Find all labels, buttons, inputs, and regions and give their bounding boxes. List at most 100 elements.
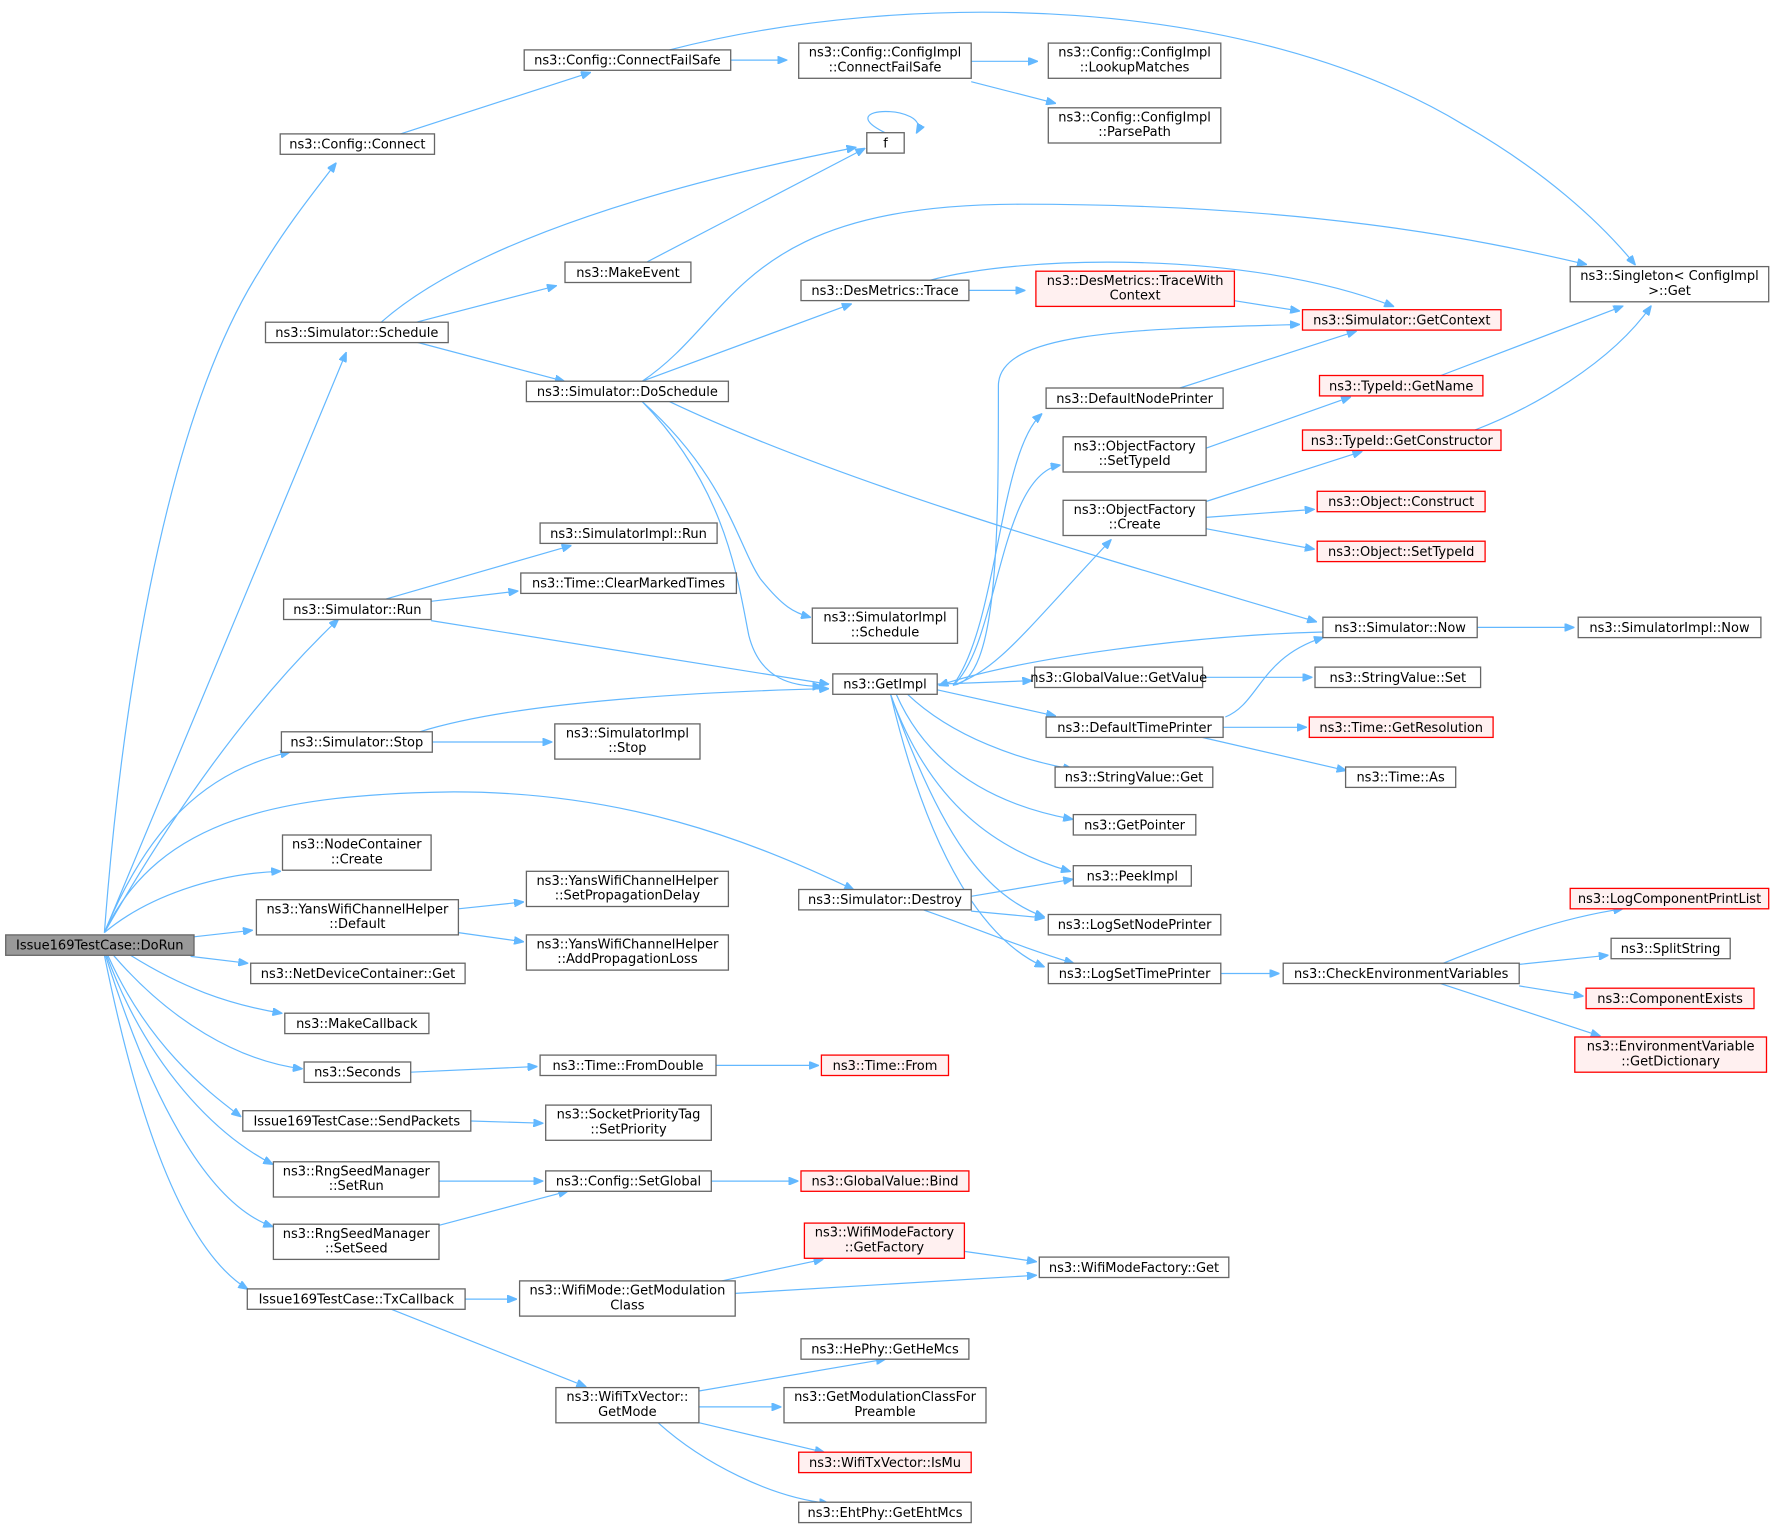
node-stringValueGet[interactable]: ns3::StringValue::Get [1054,766,1214,789]
node-box [1062,436,1207,473]
node-root[interactable]: Issue169TestCase::DoRun [5,934,195,956]
node-label: ns3::GetImpl [843,678,927,693]
node-getPointer[interactable]: ns3::GetPointer [1072,813,1197,836]
node-envGetDictionary[interactable]: ns3::EnvironmentVariable::GetDictionary [1574,1036,1768,1073]
node-box [1035,270,1236,308]
node-logSetNodePrinter[interactable]: ns3::LogSetNodePrinter [1047,913,1222,936]
node-logComponentPrintList[interactable]: ns3::LogComponentPrintList [1569,887,1770,910]
node-getHeMcs[interactable]: ns3::HePhy::GetHeMcs [800,1338,970,1360]
node-simDestroy[interactable]: ns3::Simulator::Destroy [798,888,972,911]
node-typeIdGetConstructor[interactable]: ns3::TypeId::GetConstructor [1301,429,1502,452]
node-implNow[interactable]: ns3::SimulatorImpl::Now [1577,616,1762,639]
edge-root-to-netDeviceGet [190,955,248,963]
node-box [1322,616,1478,639]
node-doSchedule[interactable]: ns3::Simulator::DoSchedule [525,380,730,403]
node-getResolution[interactable]: ns3::Time::GetResolution [1308,716,1494,739]
edge-getImpl-to-factoryCreate [952,540,1111,686]
node-desTrace[interactable]: ns3::DesMetrics::Trace [800,279,970,302]
node-globalGetValue[interactable]: ns3::GlobalValue::GetValue [1030,666,1207,689]
node-label: ::GetDictionary [1621,1054,1720,1069]
node-timeFrom[interactable]: ns3::Time::From [820,1054,950,1077]
node-setSeed[interactable]: ns3::RngSeedManager::SetSeed [272,1223,440,1261]
node-fromDouble[interactable]: ns3::Time::FromDouble [539,1054,717,1077]
node-wifiModeFactoryGet[interactable]: ns3::WifiModeFactory::Get [1038,1256,1230,1279]
node-seconds[interactable]: ns3::Seconds [303,1061,412,1084]
node-splitString[interactable]: ns3::SplitString [1610,937,1731,960]
edge-getMode-to-isMu [698,1422,824,1453]
node-label: ns3::Config::SetGlobal [556,1175,701,1190]
edge-getMode-to-getHeMcs [698,1359,885,1392]
node-box [800,279,970,302]
node-implRun[interactable]: ns3::SimulatorImpl::Run [539,522,718,545]
node-setRun[interactable]: ns3::RngSeedManager::SetRun [272,1161,440,1198]
node-label: Class [610,1298,644,1313]
node-defaultNodePrinter[interactable]: ns3::DefaultNodePrinter [1045,387,1224,410]
node-clearMarkedTimes[interactable]: ns3::Time::ClearMarkedTimes [520,572,738,595]
node-lookupMatches[interactable]: ns3::Config::ConfigImpl::LookupMatches [1047,42,1222,79]
edge-getImpl-to-logSetNodePrinter [890,694,1044,916]
node-typeIdGetName[interactable]: ns3::TypeId::GetName [1318,374,1484,397]
node-defaultTimePrinter[interactable]: ns3::DefaultTimePrinter [1045,716,1224,739]
node-singletonGet[interactable]: ns3::Singleton< ConfigImpl >::Get [1569,265,1770,303]
node-simNow[interactable]: ns3::Simulator::Now [1322,616,1478,639]
node-label: ::AddPropagationLoss [557,952,698,967]
node-objectSetTypeId[interactable]: ns3::Object::SetTypeId [1316,540,1486,563]
node-getModulationClass[interactable]: ns3::WifiMode::GetModulationClass [518,1280,736,1317]
node-box [1610,937,1731,960]
node-nodeContainerCreate[interactable]: ns3::NodeContainer::Create [281,834,432,871]
node-connect[interactable]: ns3::Config::Connect [279,133,436,155]
node-setTypeIdFactory[interactable]: ns3::ObjectFactory::SetTypeId [1062,436,1207,473]
node-getContext[interactable]: ns3::Simulator::GetContext [1301,309,1502,331]
edge-getImpl-to-globalGetValue [937,681,1031,684]
node-makeEvent[interactable]: ns3::MakeEvent [564,261,692,284]
edge-simDestroy-to-logSetNodePrinter [971,910,1044,918]
node-label: ns3::Object::SetTypeId [1328,545,1474,560]
node-implConnectFailSafe[interactable]: ns3::Config::ConfigImpl::ConnectFailSafe [798,42,972,79]
node-objectConstruct[interactable]: ns3::Object::Construct [1316,490,1486,513]
node-logSetTimePrinter[interactable]: ns3::LogSetTimePrinter [1047,962,1222,985]
node-getEhtMcs[interactable]: ns3::EhtPhy::GetEhtMcs [798,1501,972,1524]
node-box [523,49,732,71]
node-parsePath[interactable]: ns3::Config::ConfigImpl::ParsePath [1047,107,1222,144]
node-label: ns3::SimulatorImpl [566,727,689,742]
node-box [1308,716,1494,739]
node-yansDefault[interactable]: ns3::YansWifiChannelHelper::Default [255,899,460,936]
node-f[interactable]: f [866,132,905,154]
node-setGlobal[interactable]: ns3::Config::SetGlobal [545,1170,712,1192]
node-peekImpl[interactable]: ns3::PeekImpl [1072,865,1192,887]
node-timeAs[interactable]: ns3::Time::As [1344,766,1457,789]
node-implSchedule[interactable]: ns3::SimulatorImpl::Schedule [811,607,959,644]
node-simStop[interactable]: ns3::Simulator::Stop [280,731,433,753]
node-label: ::Create [1109,518,1161,533]
node-txCallback[interactable]: Issue169TestCase::TxCallback [246,1288,466,1310]
node-label: ns3::NodeContainer [292,838,422,853]
node-box [1047,42,1222,79]
node-addPropagationLoss[interactable]: ns3::YansWifiChannelHelper::AddPropagati… [525,934,730,971]
node-sendPackets[interactable]: Issue169TestCase::SendPackets [242,1110,472,1132]
edge-checkEnv-to-envGetDictionary [1440,983,1600,1036]
node-getFactory[interactable]: ns3::WifiModeFactory::GetFactory [803,1222,966,1259]
node-netDeviceGet[interactable]: ns3::NetDeviceContainer::Get [250,962,466,985]
node-simRun[interactable]: ns3::Simulator::Run [282,598,432,621]
node-checkEnv[interactable]: ns3::CheckEnvironmentVariables [1282,962,1520,985]
node-label: ns3::Simulator::Now [1334,621,1466,636]
node-factoryCreate[interactable]: ns3::ObjectFactory::Create [1062,499,1207,537]
node-implStop[interactable]: ns3::SimulatorImpl::Stop [554,723,701,760]
node-setPropagationDelay[interactable]: ns3::YansWifiChannelHelper::SetPropagati… [525,870,730,908]
node-connectFailSafe[interactable]: ns3::Config::ConnectFailSafe [523,49,732,71]
node-isMu[interactable]: ns3::WifiTxVector::IsMu [798,1451,972,1474]
node-getMode[interactable]: ns3::WifiTxVector::GetMode [555,1386,700,1424]
node-stringValueSet[interactable]: ns3::StringValue::Set [1314,666,1482,689]
node-componentExists[interactable]: ns3::ComponentExists [1585,987,1755,1010]
node-globalValueBind[interactable]: ns3::GlobalValue::Bind [800,1170,970,1192]
node-getImpl[interactable]: ns3::GetImpl [832,673,938,695]
node-box [246,1288,466,1310]
edge-simRun-to-getImpl [431,620,828,685]
node-makeCallback[interactable]: ns3::MakeCallback [284,1012,430,1035]
node-label: ns3::PeekImpl [1087,869,1178,884]
node-setPriority[interactable]: ns3::SocketPriorityTag::SetPriority [545,1104,712,1141]
node-label: ns3::LogSetTimePrinter [1059,967,1211,982]
node-schedule[interactable]: ns3::Simulator::Schedule [264,321,449,344]
